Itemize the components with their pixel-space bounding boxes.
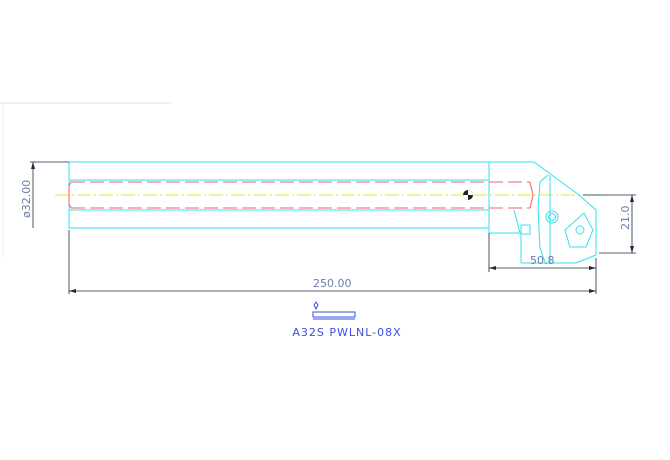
offset-dim: 21.0 <box>619 206 632 231</box>
dimension-arrows <box>31 162 634 293</box>
dimension-lines <box>30 161 636 294</box>
part-number: A32S PWLNL-08X <box>292 326 402 339</box>
overall-length-dim: 250.00 <box>313 277 352 290</box>
head-length-dim: 50.8 <box>530 254 555 267</box>
diameter-dim: ø32.00 <box>20 180 33 218</box>
coolant-hole-mark <box>463 190 473 200</box>
tool-head <box>488 161 597 264</box>
iscar-logo <box>312 301 356 320</box>
coolant-channel <box>68 181 534 209</box>
